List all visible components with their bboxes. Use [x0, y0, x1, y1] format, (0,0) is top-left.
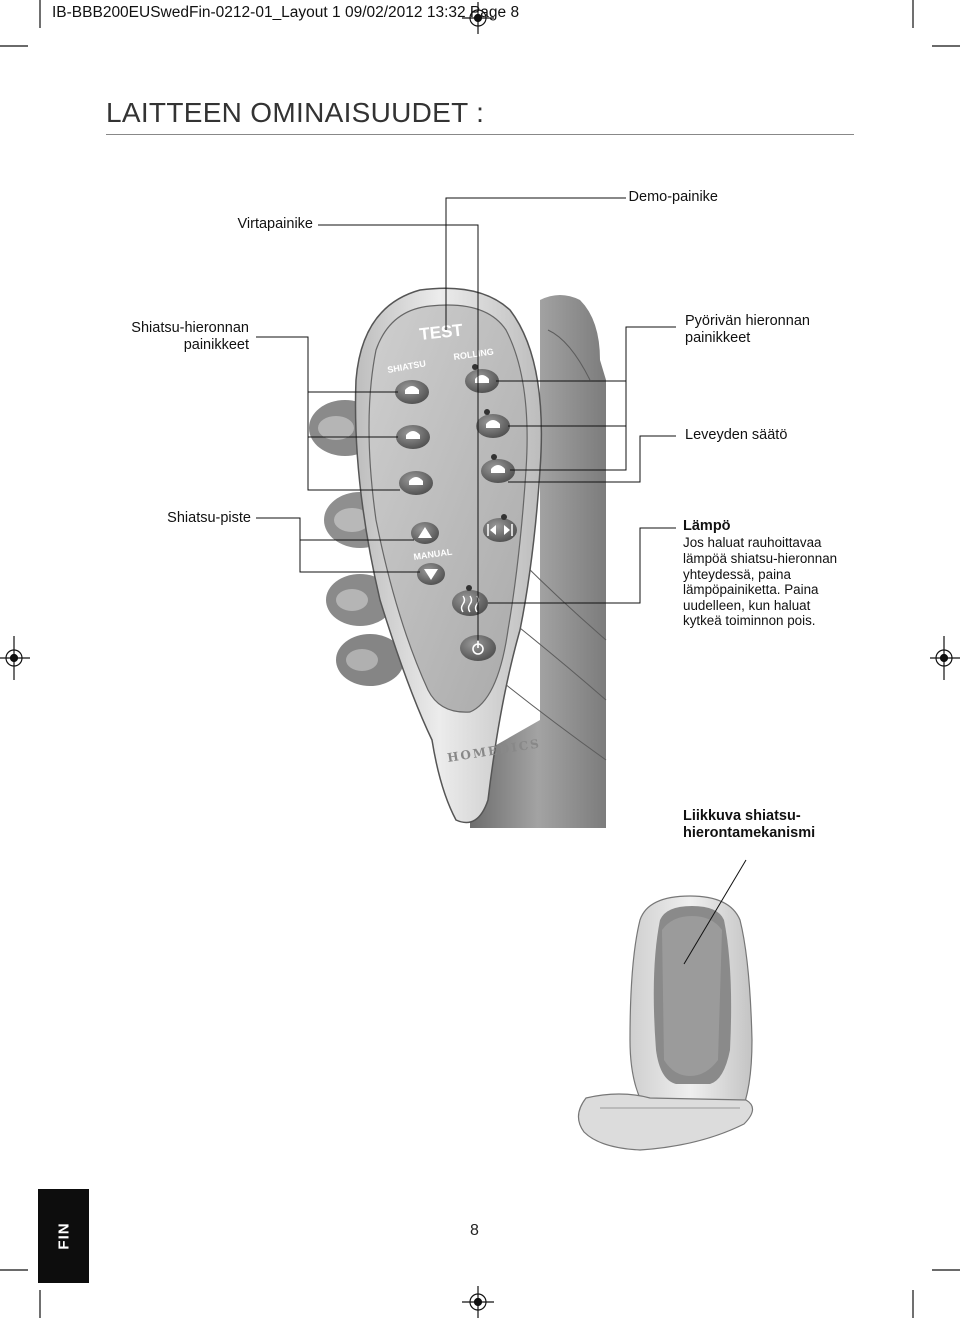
heat-button — [452, 585, 488, 616]
heat-desc-line: lämpöpainiketta. Paina — [683, 582, 819, 597]
page-number: 8 — [470, 1222, 479, 1239]
label-power: Virtapainike — [237, 216, 313, 232]
manual-buttons — [411, 522, 445, 585]
label-shiatsu-point: Shiatsu-piste — [167, 510, 251, 526]
mechanism-callout — [683, 859, 747, 965]
registration-mark-right — [930, 636, 960, 680]
label-rolling-buttons-line1: Pyörivän hieronnan — [685, 313, 810, 329]
remote-test-label: TEST — [418, 320, 464, 344]
print-slug-line: IB-BBB200EUSwedFin-0212-01_Layout 1 09/0… — [52, 4, 520, 21]
callout-lines — [256, 197, 676, 640]
label-width-adjust: Leveyden säätö — [685, 427, 788, 443]
label-shiatsu-buttons-line1: Shiatsu-hieronnan — [131, 320, 249, 336]
page-title: LAITTEEN OMINAISUUDET : — [106, 97, 485, 128]
shiatsu-buttons — [395, 380, 433, 495]
skip-button — [483, 514, 517, 542]
heat-desc-line: lämpöä shiatsu-hieronnan — [683, 551, 838, 566]
label-heat-title: Lämpö — [683, 518, 731, 534]
title-rule — [106, 134, 854, 135]
label-shiatsu-buttons-line2: painikkeet — [183, 337, 249, 353]
heat-desc-line: kytkeä toiminnon pois. — [683, 613, 816, 628]
label-demo: Demo-painike — [628, 189, 718, 205]
registration-mark-top — [462, 2, 494, 34]
language-tab: FIN — [38, 1189, 89, 1283]
label-mechanism-line2: hierontamekanismi — [683, 825, 816, 841]
label-mechanism-line1: Liikkuva shiatsu- — [683, 808, 801, 824]
hand-image — [309, 295, 607, 828]
massage-chair-image — [577, 895, 754, 1151]
rolling-buttons — [465, 364, 515, 483]
registration-mark-bottom — [462, 1286, 494, 1318]
heat-desc-line: Jos haluat rauhoittavaa — [683, 535, 822, 550]
heat-desc-line: uudelleen, kun haluat — [683, 598, 811, 613]
registration-mark-left — [0, 636, 30, 680]
power-button — [460, 635, 496, 661]
language-tab-label: FIN — [55, 1222, 72, 1250]
label-rolling-buttons-line2: painikkeet — [685, 330, 751, 346]
heat-desc-line: yhteydessä, paina — [683, 567, 791, 582]
